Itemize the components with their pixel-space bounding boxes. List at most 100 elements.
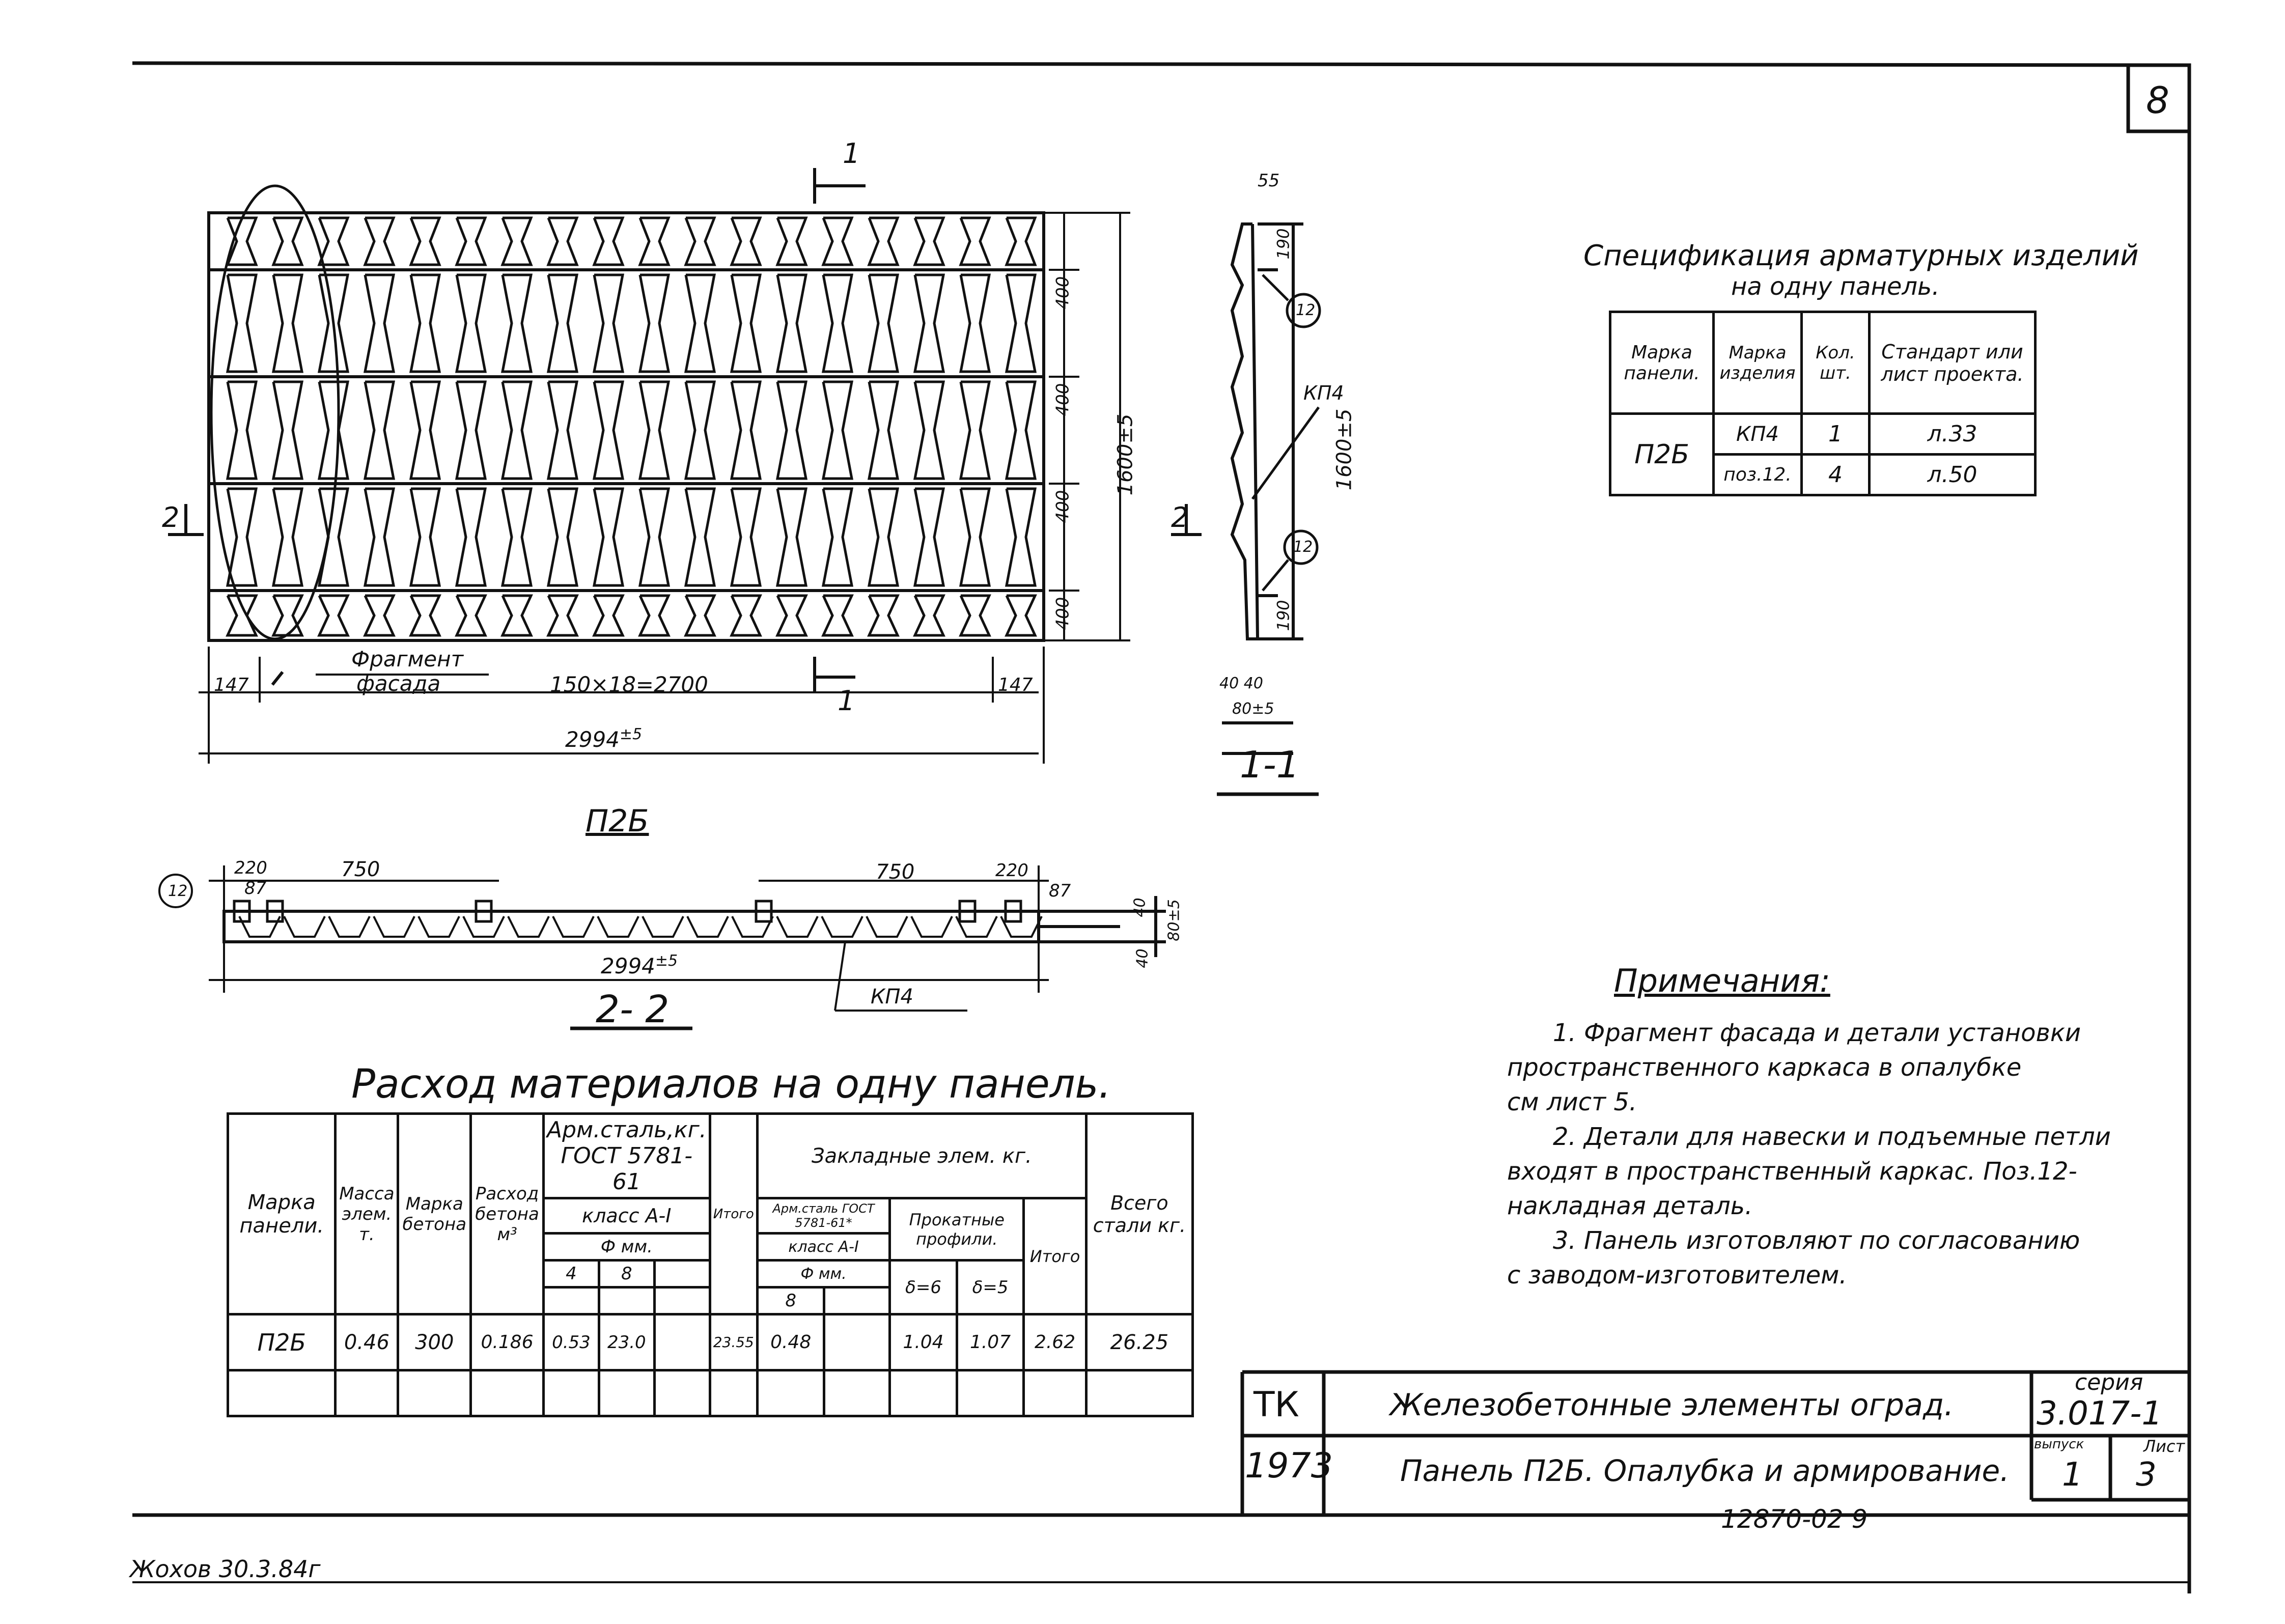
mat-cell: 0.186 [469,1313,545,1371]
dim-750-right: 750 [876,860,915,884]
dim-750-left: 750 [341,858,380,881]
dim-55: 55 [1258,171,1280,191]
plan-cell [821,916,863,938]
mat-h-total: Итого [708,1112,759,1315]
facade-hollow [959,380,991,480]
spec-qty-cell: 1 [1800,412,1871,456]
plan-cell [686,916,729,938]
section-mark-2-left: 2 [162,501,180,534]
footer-signature: Жохов 30.3.84г [130,1555,321,1583]
mat-cell: 300 [397,1313,472,1371]
embedded-detail [958,900,977,923]
plan-cell [417,916,460,938]
facade-hollow [775,273,808,373]
plan-cell [642,916,684,938]
dim-2994-plan: 2994±5 [601,952,678,978]
facade-hollow [638,380,671,480]
facade-hollow [775,380,808,480]
facade-hollow [638,216,671,266]
spec-header-ref: Стандарт или лист проекта. [1868,311,2037,415]
dim-147-left: 147 [214,675,249,695]
facade-hollow [363,380,396,480]
facade-hollow [226,380,258,480]
facade-hollow [409,273,441,373]
mat-cell [823,1313,891,1371]
fragment-label-2: фасада [356,671,441,696]
facade-hollow [867,594,900,637]
embedded-detail [755,900,773,923]
section-mark-1-bottom: 1 [838,685,855,717]
mat-h-steel: Арм.сталь,кг.ГОСТ 5781-61 [542,1112,711,1199]
facade-hollow [775,594,808,637]
facade-hollow [821,594,854,637]
sheet-number: 8 [2146,79,2169,122]
materials-table: Марка панели. Масса элем. т. Марка бетон… [226,1112,1194,1417]
plan-cell [1000,916,1043,938]
facade-hollow [684,216,716,266]
facade-hollow [363,594,396,637]
mat-h-concrete: Марка бетона [397,1112,472,1315]
mat-h-class: класс А-I [542,1197,711,1235]
mat-cell: 0.46 [334,1313,400,1371]
facade-hollow [592,594,625,637]
facade-hollow [500,380,533,480]
facade-hollow [684,273,716,373]
callout-12-top: 12 [1296,301,1316,319]
facade-hollow [317,216,350,266]
facade-hollow [684,380,716,480]
facade-hollow [959,594,991,637]
spec-ref-cell: л.33 [1868,412,2037,456]
facade-hollow [546,487,579,587]
facade-hollow [959,487,991,587]
note-1b: пространственного каркаса в опалубке [1507,1053,2022,1082]
mat-h-all: Всего стали кг. [1084,1112,1194,1315]
notes-title: Примечания: [1614,962,1830,999]
mat-cell: 26.25 [1084,1313,1194,1371]
spec-header-panel: Марка панели. [1609,311,1715,415]
dim-147-right: 147 [998,675,1033,695]
plan-cell [283,916,326,938]
section-2-2-label: 2- 2 [596,988,670,1031]
kp4-label-plan: КП4 [871,985,913,1009]
facade-hollow [455,594,487,637]
dim-220-right: 220 [995,860,1028,881]
dim-87-left: 87 [244,878,267,899]
callout-12-bottom: 12 [1293,538,1313,556]
mat-h-emb-d8: 8 [756,1286,826,1315]
mat-cell [653,1313,711,1371]
spec-header-qty: Кол. шт. [1800,311,1871,415]
facade-hollow [226,594,258,637]
facade-hollow [1005,273,1037,373]
facade-hollow [684,487,716,587]
plan-cell [955,916,998,938]
facade-hollow [592,487,625,587]
kp4-label-section: КП4 [1303,382,1344,404]
title-series: 3.017-1 [2037,1395,2163,1433]
section-mark-1-top: 1 [843,137,860,170]
plan-cell [597,916,639,938]
facade-hollow [730,380,762,480]
mat-h-b6: δ=6 [888,1259,958,1315]
plan-cell [507,916,550,938]
plan-cell [373,916,415,938]
facade-hollow [271,487,304,587]
note-2a: 2. Детали для навески и подъемные петли [1553,1123,2111,1151]
dim-220-left: 220 [234,858,267,878]
facade-hollow [592,273,625,373]
spec-item-cell: КП4 [1712,412,1803,456]
facade-hollow [867,487,900,587]
facade-hollow [546,594,579,637]
facade-hollow [638,273,671,373]
dim-87-right: 87 [1049,881,1071,901]
note-1a: 1. Фрагмент фасада и детали установки [1553,1019,2081,1047]
plan-cell [462,916,505,938]
plan-cell [328,916,371,938]
spec-item-cell: поз.12. [1712,453,1803,496]
facade-hollow [959,273,991,373]
facade-hollow [1005,216,1037,266]
mat-h-empty [653,1259,711,1289]
facade-hollow [409,594,441,637]
mat-cell: 1.04 [888,1313,958,1371]
mat-h-volume: Расход бетона м³ [469,1112,545,1315]
